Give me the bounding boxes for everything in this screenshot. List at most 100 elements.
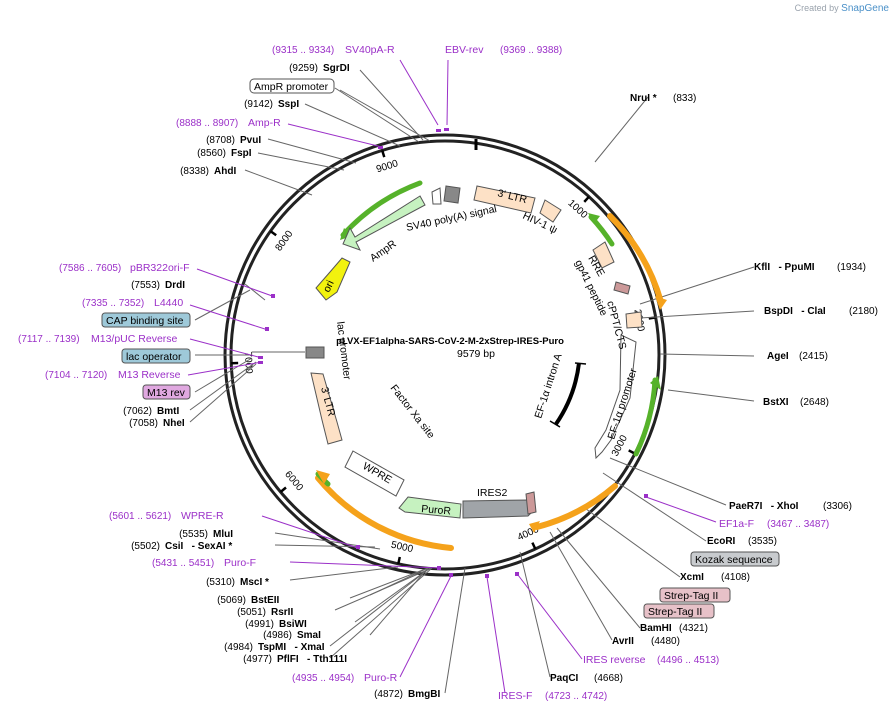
feature-shapes bbox=[305, 185, 643, 519]
primer-amp-r: Amp-R bbox=[248, 117, 281, 129]
label-cppt: cPPT/CTS bbox=[604, 300, 628, 351]
boxed-feature-labels: AmpR promoter CAP binding site lac opera… bbox=[101, 78, 780, 619]
pos-drdi: (7553) bbox=[131, 280, 160, 291]
primer-sv40pa-r: SV40pA-R bbox=[345, 44, 395, 56]
pos-bsteii: (5069) bbox=[217, 595, 246, 606]
box-m13-rev bbox=[142, 384, 191, 400]
primer-range-amp-r: (8888 .. 8907) bbox=[176, 118, 238, 129]
primer-ires-reverse: IRES reverse bbox=[583, 654, 646, 666]
ef1a-promoter bbox=[594, 334, 637, 460]
site-nrui: NruI * bbox=[630, 93, 657, 104]
label-ampr: AmpR bbox=[368, 238, 399, 265]
site-bsteii: BstEII bbox=[251, 595, 280, 606]
pos-avrii: (4480) bbox=[651, 636, 680, 647]
pos-ecori: (3535) bbox=[748, 536, 777, 547]
hiv1-psi bbox=[539, 199, 562, 223]
site-xcmi: XcmI bbox=[680, 572, 704, 583]
tick-mark bbox=[397, 556, 402, 565]
pos-agei: (2415) bbox=[799, 351, 828, 362]
primer-range-ires-reverse: (4496 .. 4513) bbox=[657, 655, 719, 666]
site-pflfi: PflFI - Tth111I bbox=[277, 654, 347, 665]
label-ampr-promoter: AmpR promoter bbox=[254, 81, 329, 93]
pos-paer7i: (3306) bbox=[823, 501, 852, 512]
site-bmgbi: BmgBI bbox=[408, 689, 440, 700]
primer-range-puro-r: (4935 .. 4954) bbox=[292, 673, 354, 684]
box-kozak bbox=[690, 551, 780, 567]
tick-mark bbox=[531, 542, 537, 550]
label-ef1a-intron: EF-1α intron A bbox=[532, 352, 564, 420]
site-paer7i: PaeR7I - XhoI bbox=[729, 501, 799, 512]
orf-arc-rre bbox=[607, 213, 664, 305]
pos-ahdi: (8338) bbox=[180, 166, 209, 177]
primer-ef1a-f: EF1a-F bbox=[719, 518, 754, 530]
label-puror: PuroR bbox=[421, 503, 452, 518]
tick-label: 7000 bbox=[242, 351, 254, 374]
sv40-polya bbox=[443, 185, 461, 204]
site-leaders bbox=[189, 69, 755, 694]
primer-range-ires-f: (4723 .. 4742) bbox=[545, 691, 607, 702]
pos-nrui: (833) bbox=[673, 93, 696, 104]
primer-wpre-r: WPRE-R bbox=[181, 510, 224, 522]
ltr-3-bottom bbox=[310, 372, 343, 445]
label-cap-binding: CAP binding site bbox=[106, 315, 184, 327]
left-site-labels: (9259) SgrDI (9142) SspI (8708) PvuI (85… bbox=[123, 63, 350, 429]
primer-leaders bbox=[187, 59, 717, 694]
ires2-arrow bbox=[462, 499, 535, 519]
pos-bamhi: (4321) bbox=[679, 623, 708, 634]
pos-sgrdi: (9259) bbox=[289, 63, 318, 74]
pos-bspdi: (2180) bbox=[849, 306, 878, 317]
ori-arrow bbox=[315, 257, 351, 301]
label-kozak: Kozak sequence bbox=[695, 554, 773, 566]
intron-tick-end bbox=[549, 420, 561, 428]
primer-range-puro-f: (5431 .. 5451) bbox=[152, 558, 214, 569]
pos-pvui: (8708) bbox=[206, 135, 235, 146]
pos-pflfi: (4977) bbox=[243, 654, 272, 665]
label-strep-tag-1: Strep-Tag II bbox=[664, 590, 718, 602]
pos-fspi: (8560) bbox=[197, 148, 226, 159]
tick-label: 6000 bbox=[282, 469, 305, 493]
sv40-stub bbox=[431, 187, 442, 205]
site-tspmi: TspMI - XmaI bbox=[258, 642, 325, 653]
orf-arc-m bbox=[534, 483, 618, 530]
pos-kfli: (1934) bbox=[837, 262, 866, 273]
pos-smai: (4986) bbox=[263, 630, 292, 641]
pos-bsiwi: (4991) bbox=[245, 619, 274, 630]
site-nhei: NheI bbox=[163, 418, 185, 429]
label-ori: ori bbox=[321, 279, 337, 295]
right-site-labels: NruI * (833) KflI - PpuMI (1934) BspDI -… bbox=[374, 93, 878, 700]
primer-labels: (9315 .. 9334) SV40pA-R EBV-rev (9369 ..… bbox=[18, 44, 829, 702]
site-bstxi: BstXI bbox=[763, 397, 789, 408]
gp41 bbox=[613, 281, 631, 295]
pos-rsrii: (5051) bbox=[237, 607, 266, 618]
primer-range-m13puc: (7117 .. 7139) bbox=[18, 334, 80, 345]
primer-range-sv40pa-r: (9315 .. 9334) bbox=[272, 45, 334, 56]
site-drdi: DrdI bbox=[165, 280, 185, 291]
primer-ebv-rev: EBV-rev bbox=[445, 44, 484, 56]
intron-tick-start bbox=[574, 362, 587, 365]
site-rsrii: RsrII bbox=[271, 607, 293, 618]
primer-m13-reverse: M13 Reverse bbox=[118, 369, 181, 381]
orf-arcs bbox=[315, 180, 664, 551]
box-strep-tag-1 bbox=[659, 587, 731, 603]
primer-range-wpre-r: (5601 .. 5621) bbox=[109, 511, 171, 522]
pos-bmgbi: (4872) bbox=[374, 689, 403, 700]
box-lac-operator bbox=[121, 348, 191, 364]
pos-xcmi: (4108) bbox=[721, 572, 750, 583]
tick-label: 8000 bbox=[274, 228, 296, 253]
cppt bbox=[625, 311, 643, 329]
primer-range-l4440: (7335 .. 7352) bbox=[82, 298, 144, 309]
label-factor-xa: Factor Xa site bbox=[388, 382, 437, 441]
label-strep-tag-2: Strep-Tag II bbox=[648, 606, 702, 618]
label-ires2: IRES2 bbox=[477, 487, 508, 499]
tick-mark bbox=[269, 230, 277, 237]
tick-mark bbox=[583, 195, 590, 203]
label-lac-operator: lac operator bbox=[126, 351, 182, 363]
box-cap-binding bbox=[101, 312, 191, 328]
puror-arrow bbox=[398, 496, 462, 519]
tick-label: 5000 bbox=[390, 540, 415, 556]
pos-msci: (5310) bbox=[206, 577, 235, 588]
strep-tag bbox=[525, 491, 537, 515]
site-msci: MscI * bbox=[240, 577, 269, 588]
orf-arrowheads bbox=[316, 296, 667, 533]
